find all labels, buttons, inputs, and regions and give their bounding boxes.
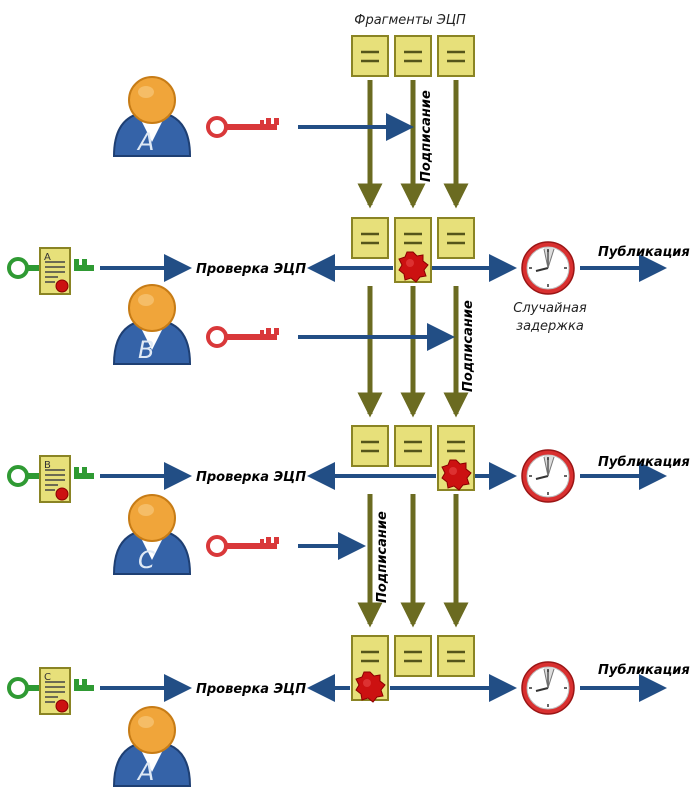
signing-label: Подписание <box>419 90 434 182</box>
publish-label: Публикация <box>598 245 690 260</box>
user-letter: B <box>138 336 154 364</box>
user-letter: A <box>136 128 154 156</box>
fragment-arrows <box>357 80 469 628</box>
flow-arrows <box>100 113 667 702</box>
document-fragment-icon <box>436 216 476 260</box>
public-key-teeth-icon <box>74 679 94 691</box>
fragments-title: Фрагменты ЭЦП <box>354 13 466 28</box>
document-fragment-icon <box>436 634 476 678</box>
delay-label-line1: Случайная <box>513 301 587 316</box>
user-letter: C <box>138 546 155 574</box>
private-key-icon <box>206 535 281 557</box>
fragments-row-initial <box>350 34 476 78</box>
public-key-teeth-icon <box>74 259 94 271</box>
publish-label: Публикация <box>598 455 690 470</box>
certificate-with-public-key: B <box>7 455 94 503</box>
document-fragment-icon <box>350 424 390 468</box>
verify-label: Проверка ЭЦП <box>196 262 306 277</box>
private-key-icon <box>206 326 281 348</box>
verify-label: Проверка ЭЦП <box>196 682 306 697</box>
document-fragment-icon <box>350 216 390 260</box>
user-avatar: A <box>113 76 191 157</box>
public-key-teeth-icon <box>74 467 94 479</box>
document-fragment-icon <box>393 634 433 678</box>
document-fragment-icon <box>350 34 390 78</box>
signing-label: Подписание <box>375 511 390 603</box>
private-key-icon <box>206 116 281 138</box>
delay-label-line2: задержка <box>516 319 584 334</box>
certificate-with-public-key: C <box>7 667 94 715</box>
certificate-with-public-key: A <box>7 247 94 295</box>
certificate-letter: A <box>44 252 51 263</box>
user-avatar: C <box>113 494 191 575</box>
fragments-row-1 <box>350 216 476 284</box>
clock-icon <box>521 661 575 715</box>
fragments-row-2 <box>350 424 476 492</box>
fragments-row-3 <box>350 634 476 703</box>
user-avatar: B <box>113 284 191 365</box>
clock-icon <box>521 241 575 295</box>
verify-label: Проверка ЭЦП <box>196 470 306 485</box>
clock-icon <box>521 449 575 503</box>
user-letter: A <box>136 758 154 786</box>
user-avatar: A <box>113 706 191 787</box>
document-fragment-icon <box>393 424 433 468</box>
signing-label: Подписание <box>461 300 476 392</box>
document-fragment-icon <box>393 34 433 78</box>
certificate-letter: C <box>44 672 51 683</box>
publish-label: Публикация <box>598 663 690 678</box>
certificate-letter: B <box>44 460 51 471</box>
document-fragment-icon <box>436 34 476 78</box>
